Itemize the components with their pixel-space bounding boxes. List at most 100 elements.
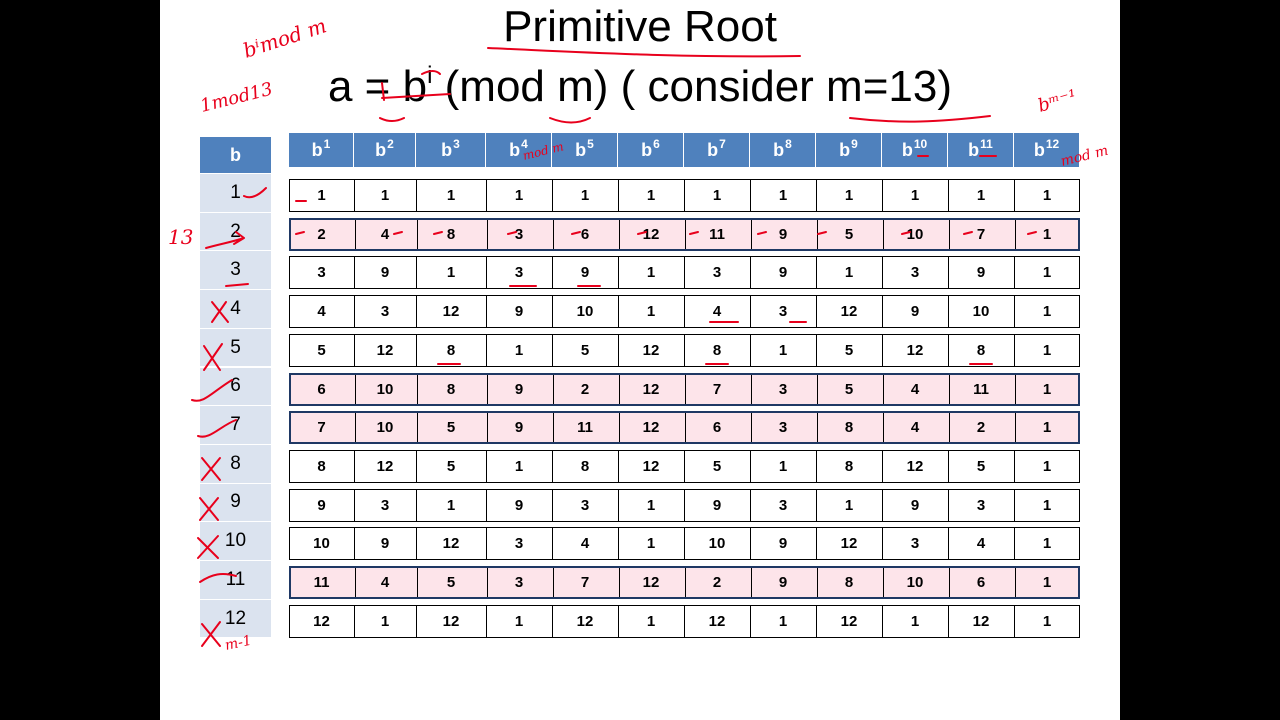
- column-header-base: b: [773, 139, 785, 160]
- table-cell: 1: [844, 264, 854, 282]
- table-cell: 12: [840, 535, 858, 553]
- column-divider: [486, 180, 487, 211]
- table-cell: 9: [778, 574, 788, 591]
- table-cell: 1: [844, 187, 854, 204]
- table-cell: 1: [380, 187, 390, 204]
- column-divider: [553, 219, 554, 249]
- column-divider: [750, 257, 751, 289]
- table-cell: 1: [1042, 187, 1052, 204]
- column-divider: [618, 257, 619, 289]
- column-divider: [750, 528, 751, 560]
- column-divider: [684, 489, 685, 521]
- column-divider: [948, 450, 949, 482]
- column-divider: [948, 257, 949, 289]
- table-cell: 3: [580, 496, 590, 514]
- table-cell: 8: [712, 341, 722, 359]
- table-cell: 8: [317, 457, 326, 475]
- table-cell: 12: [576, 612, 594, 630]
- b-column-header: b: [200, 137, 271, 173]
- column-divider: [948, 489, 949, 521]
- table-cell: 11: [577, 419, 593, 437]
- column-divider: [486, 257, 487, 289]
- column-divider: [486, 528, 487, 560]
- table-cell: 9: [514, 380, 524, 398]
- column-divider: [354, 180, 355, 211]
- column-header-base: b: [707, 139, 719, 160]
- b-value: 6: [200, 367, 271, 406]
- column-divider: [354, 296, 355, 328]
- formula-suffix: (mod m) ( consider m=13): [432, 62, 952, 111]
- column-header-exponent: 6: [653, 137, 660, 151]
- column-divider: [684, 296, 685, 328]
- table-cell: 1: [446, 496, 456, 514]
- table-cell: 1: [380, 612, 390, 630]
- column-divider: [1015, 413, 1016, 443]
- column-divider: [1014, 257, 1015, 289]
- column-divider: [750, 489, 751, 521]
- column-divider: [552, 257, 553, 289]
- table-cell: 4: [976, 535, 986, 553]
- table-cell: 1: [580, 187, 590, 204]
- column-divider: [417, 219, 418, 249]
- row2-left-note: 13: [168, 225, 193, 249]
- table-cell: 1: [646, 264, 656, 282]
- table-cell: 12: [642, 380, 660, 398]
- table-cell: 12: [840, 303, 858, 321]
- column-header-exponent: 10: [913, 137, 928, 151]
- column-header-exponent: 5: [587, 137, 594, 151]
- table-cell: 1: [1042, 419, 1052, 437]
- table-cell: 1: [514, 187, 524, 204]
- table-cell: 9: [910, 496, 920, 514]
- table-row: [289, 179, 1080, 212]
- table-cell: 12: [376, 457, 394, 475]
- column-divider: [552, 334, 553, 366]
- table-cell: 3: [976, 496, 986, 514]
- column-divider: [354, 450, 355, 482]
- table-cell: 8: [844, 457, 854, 475]
- table-cell: 11: [709, 225, 725, 243]
- table-cell: 1: [446, 264, 456, 282]
- column-divider: [619, 374, 620, 404]
- column-header-base: b: [839, 139, 851, 160]
- column-divider: [816, 296, 817, 328]
- column-divider: [355, 568, 356, 597]
- b-value: 8: [200, 444, 271, 483]
- column-header-exponent: 9: [851, 137, 858, 151]
- column-divider: [948, 528, 949, 560]
- column-divider: [618, 450, 619, 482]
- table-cell: 5: [976, 457, 986, 475]
- table-cell: 3: [317, 264, 326, 282]
- column-header-base: b: [509, 139, 521, 160]
- table-cell: 9: [778, 225, 788, 243]
- table-row: [289, 295, 1080, 329]
- column-divider: [416, 528, 417, 560]
- table-cell: 12: [642, 341, 660, 359]
- column-divider: [685, 219, 686, 249]
- table-cell: 9: [580, 264, 590, 282]
- column-divider: [751, 374, 752, 404]
- table-cell: 4: [910, 380, 920, 398]
- highlighted-row: [289, 217, 1080, 251]
- column-divider: [817, 568, 818, 597]
- column-divider: [816, 528, 817, 560]
- column-divider: [487, 219, 488, 249]
- column-divider: [883, 219, 884, 249]
- column-divider: [949, 219, 950, 249]
- column-divider: [552, 296, 553, 328]
- table-cell: 7: [317, 419, 326, 437]
- table-cell: 3: [380, 496, 390, 514]
- table-cell: 5: [446, 457, 456, 475]
- column-header-base: b: [901, 139, 913, 160]
- table-cell: 1: [778, 187, 788, 204]
- column-divider: [552, 489, 553, 521]
- m13-underline-mark: [849, 115, 991, 123]
- table-cell: 9: [778, 535, 788, 553]
- column-divider: [816, 257, 817, 289]
- table-cell: 1: [1042, 264, 1052, 282]
- table-cell: 8: [446, 225, 456, 243]
- b-value: 12: [200, 599, 271, 638]
